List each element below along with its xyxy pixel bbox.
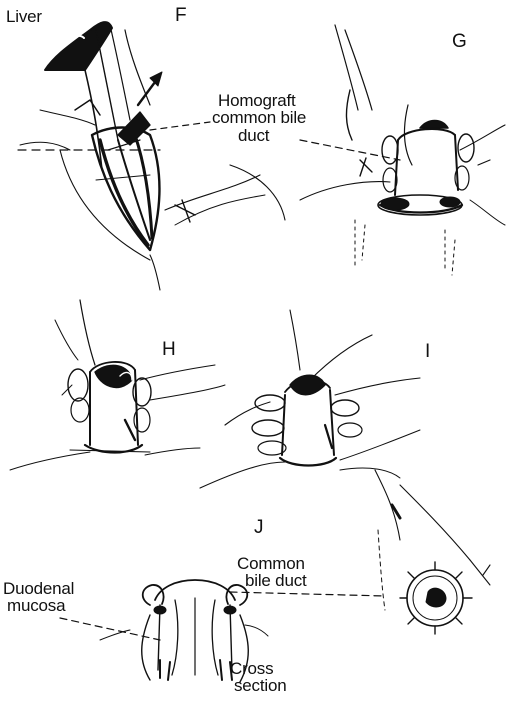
panel-h-drawing bbox=[10, 300, 225, 470]
panel-i-letter: I bbox=[425, 342, 430, 361]
cross-section-label: Cross section bbox=[230, 660, 286, 695]
duodenal-mucosa-label: Duodenal mucosa bbox=[3, 580, 74, 615]
panel-g-drawing bbox=[300, 25, 505, 275]
common-bile-duct-label: Common bile duct bbox=[237, 555, 307, 590]
liver-label: Liver bbox=[6, 8, 42, 25]
homograft-common-bile-duct-label: Homograft common bile duct bbox=[212, 92, 306, 144]
panel-j-letter: J bbox=[254, 518, 264, 537]
panel-g-letter: G bbox=[452, 32, 467, 51]
panel-f-letter: F bbox=[175, 6, 187, 25]
panel-f-drawing bbox=[18, 22, 285, 290]
panel-i-drawing bbox=[200, 310, 420, 488]
panel-h-letter: H bbox=[162, 340, 176, 359]
